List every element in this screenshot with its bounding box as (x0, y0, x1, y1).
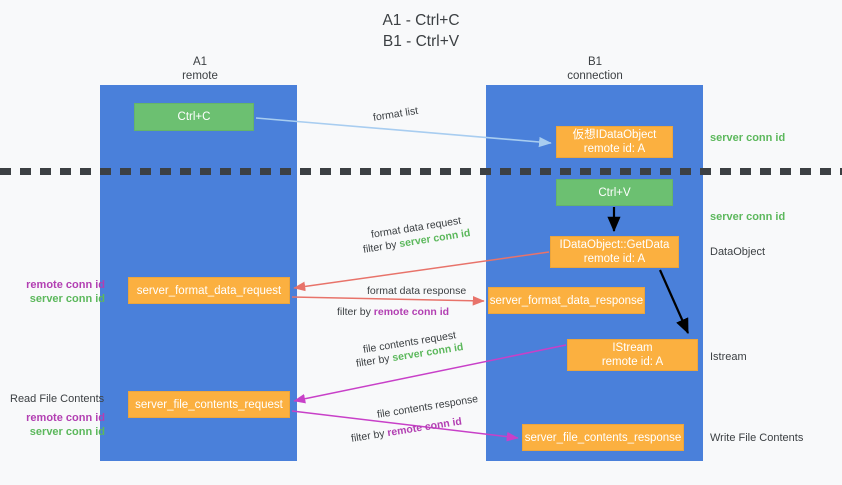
label-server-conn-id-file: server conn id (29, 426, 105, 438)
label-left-conn-ids-format: remote conn id server conn id (10, 278, 105, 306)
filter-remote-conn-id-2: remote conn id (386, 415, 463, 440)
phase-divider (0, 168, 842, 175)
page-title: A1 - Ctrl+C B1 - Ctrl+V (382, 12, 460, 50)
filter-by-text-3: filter by (355, 352, 391, 370)
node-ctrl-c[interactable]: Ctrl+C (134, 103, 254, 131)
label-write-file-contents: Write File Contents (710, 432, 804, 444)
label-remote-conn-id-format: remote conn id (26, 279, 105, 291)
filter-by-text: filter by (362, 238, 398, 256)
label-server-conn-id-top: server conn id (710, 132, 786, 144)
node-server-file-contents-request[interactable]: server_file_contents_request (128, 391, 290, 418)
filter-by-text-4: filter by (350, 427, 386, 445)
node-server-format-data-response[interactable]: server_format_data_response (488, 287, 645, 314)
edge-label-format-list: format list (372, 104, 419, 124)
swimlane-header-b1: B1 connection (567, 56, 623, 82)
swimlane-header-a1: A1 remote (182, 56, 218, 82)
label-read-file-contents: Read File Contents (10, 393, 105, 405)
filter-remote-conn-id: remote conn id (373, 306, 450, 318)
edge-label-file-contents-response: file contents response (376, 393, 479, 421)
edge-label-format-data-response: format data response (367, 285, 467, 297)
edge-label-file-contents-response-filter: filter by remote conn id (350, 414, 463, 445)
label-left-conn-ids-file: remote conn id server conn id (10, 411, 105, 439)
label-dataobject: DataObject (710, 246, 766, 258)
label-istream: Istream (710, 351, 747, 363)
filter-by-text-2: filter by (337, 306, 371, 318)
label-server-conn-id-second: server conn id (710, 211, 786, 223)
node-idataobject-getdata[interactable]: IDataObject::GetData remote id: A (550, 236, 679, 268)
node-server-format-data-request[interactable]: server_format_data_request (128, 277, 290, 304)
node-ctrl-v[interactable]: Ctrl+V (556, 179, 673, 206)
node-virtual-idataobject[interactable]: 仮想IDataObject remote id: A (556, 126, 673, 158)
label-server-conn-id-format: server conn id (29, 293, 105, 305)
label-remote-conn-id-file: remote conn id (26, 412, 105, 424)
edge-label-format-data-response-filter: filter by remote conn id (337, 305, 449, 319)
node-server-file-contents-response[interactable]: server_file_contents_response (522, 424, 684, 451)
node-istream[interactable]: IStream remote id: A (567, 339, 698, 371)
